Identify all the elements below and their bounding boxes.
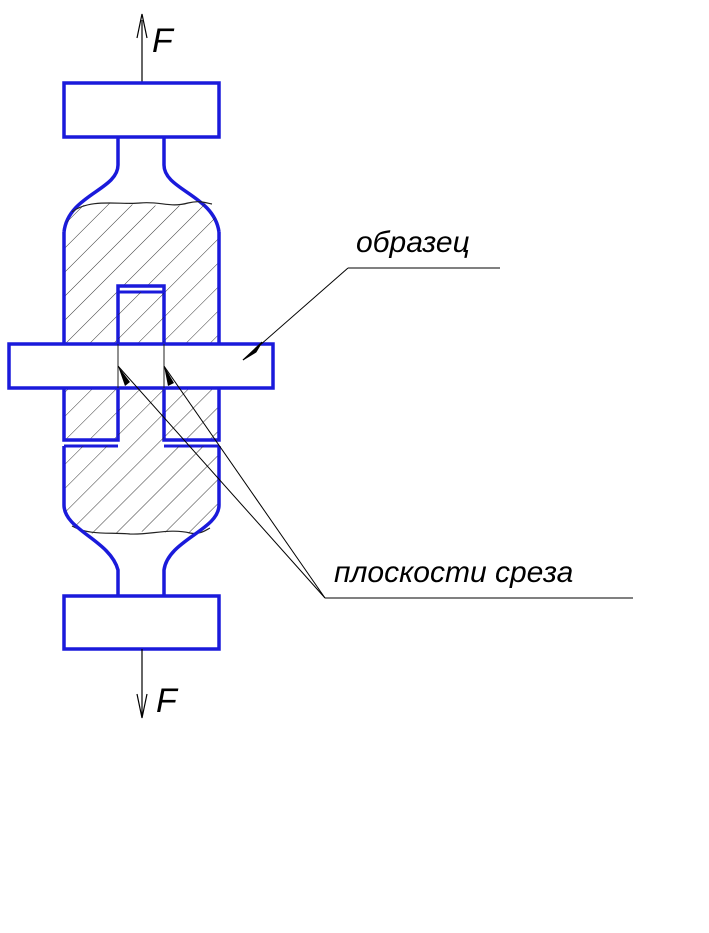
bottom-grip-block — [62, 594, 221, 651]
upper-clevis-outline — [62, 232, 221, 442]
specimen-leader — [242, 267, 500, 361]
lower-tongue-section — [64, 292, 219, 535]
force-label-bottom: F — [156, 682, 179, 720]
specimen-pin — [7, 342, 275, 390]
specimen-label: образец — [356, 226, 470, 259]
force-label-top: F — [152, 22, 175, 60]
top-force-arrow — [136, 13, 148, 82]
shear-planes-label: плоскости среза — [334, 556, 573, 589]
shear-planes-leader — [117, 365, 633, 599]
lower-break-line — [71, 525, 211, 535]
top-grip-block — [62, 81, 221, 139]
bottom-force-arrow — [136, 649, 148, 719]
lower-tongue-outline — [62, 446, 221, 596]
upper-break-line — [71, 201, 213, 213]
